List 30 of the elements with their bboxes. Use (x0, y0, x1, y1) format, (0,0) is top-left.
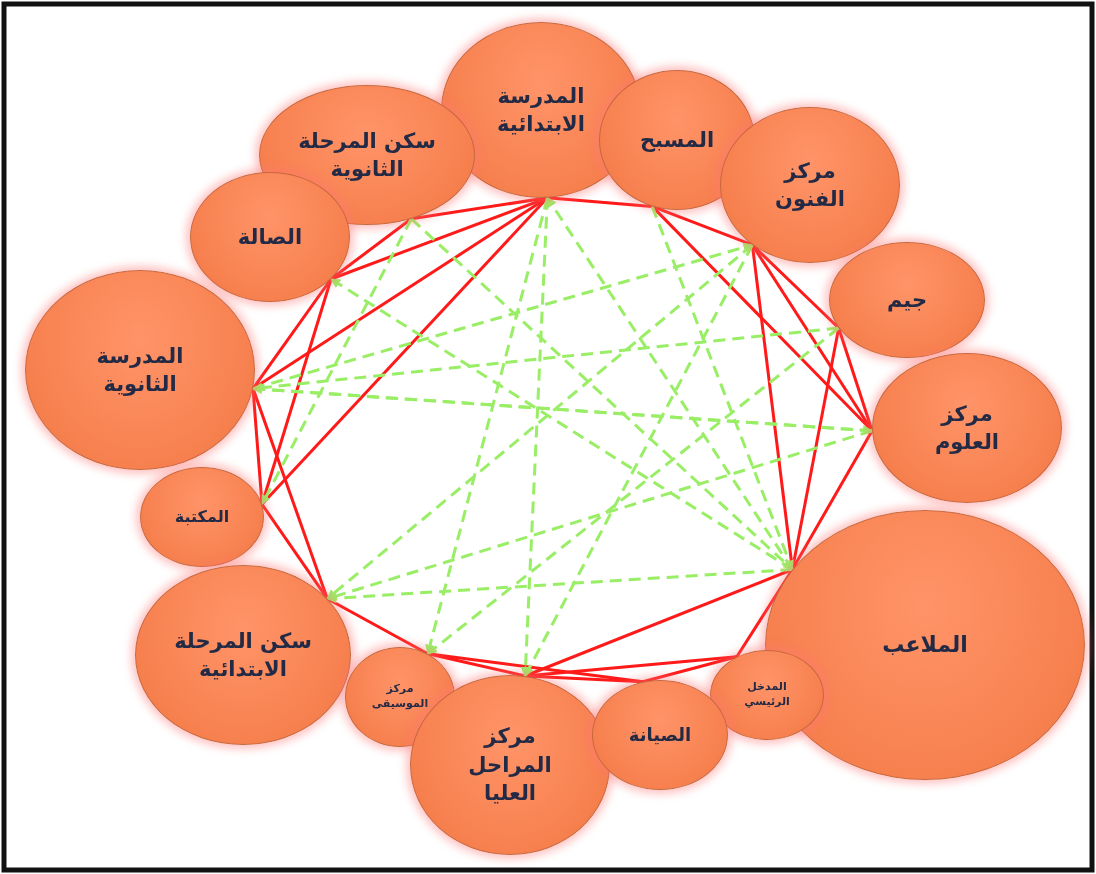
arrow (425, 197, 549, 655)
arrow (326, 568, 793, 604)
bubble (829, 242, 985, 358)
arrow (523, 244, 754, 677)
connector (547, 196, 653, 208)
bubble-label: الملاعب (882, 631, 968, 660)
bubble-label: المسبح (639, 126, 715, 154)
bubble-label: مركز الفنون (774, 157, 846, 213)
bubble-label: المدرسة الثانوية (95, 342, 185, 398)
bubble-label: المكتبة (174, 506, 230, 528)
arrow (260, 218, 413, 506)
bubble-label: مركز المراحل العليا (467, 723, 553, 808)
bubble-label: جيم (886, 286, 928, 314)
bubble (25, 270, 255, 470)
bubble-label: سكن المرحلة الثانوية (297, 127, 437, 183)
bubble (872, 353, 1062, 503)
bubble (135, 565, 351, 745)
bubble-label: مركز العلوم (933, 400, 1001, 456)
bubble (720, 107, 900, 263)
bubble-label: مركز الموسيقى (370, 682, 430, 712)
bubble (140, 467, 264, 567)
bubble-label: الصيانة (628, 722, 692, 747)
bubble-label: سكن المرحلة الابتدائية (173, 627, 313, 683)
arrow (546, 196, 794, 571)
bubble (592, 680, 728, 790)
bubble-label: الصالة (237, 223, 303, 251)
arrow (520, 197, 549, 677)
bubble-label: المدرسة الابتدائية (496, 82, 586, 138)
bubble-label: المدخل الرئيسي (743, 680, 791, 710)
arrow (426, 326, 840, 655)
